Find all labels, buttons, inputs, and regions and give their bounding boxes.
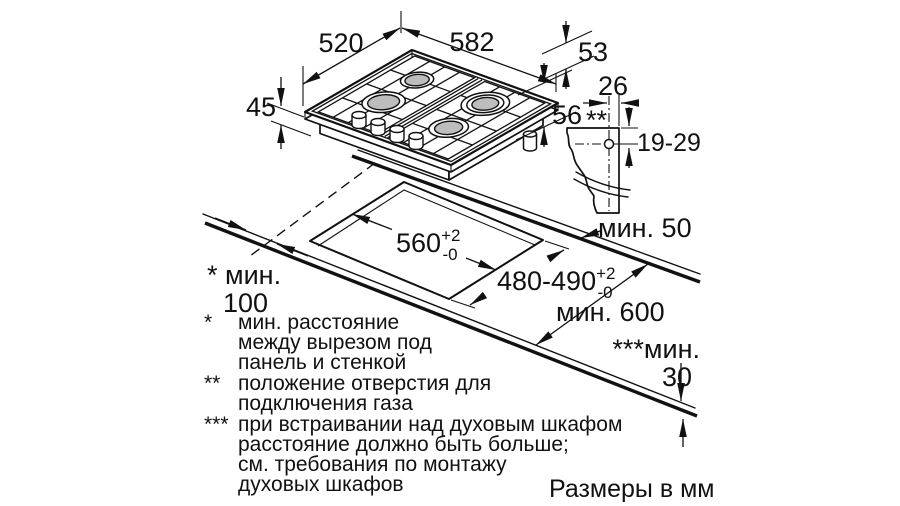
- clearance-depth-label: мин. 600: [556, 297, 665, 327]
- clearance-rear-label: * мин.: [207, 260, 281, 290]
- dim-56-label: 56: [552, 100, 582, 130]
- dim-582-line: [401, 27, 557, 85]
- dim-582-label: 582: [449, 27, 494, 57]
- dim-480-line-lower: [469, 291, 488, 306]
- hob-dimensions: [266, 11, 595, 149]
- knob: [408, 131, 424, 151]
- burner-front-left: [353, 88, 414, 117]
- dim-53-label: 53: [578, 37, 608, 67]
- footnote-line: см. требования по монтажу: [238, 453, 507, 476]
- dim-480-ext-upper: [544, 240, 570, 250]
- gas-connection-detail: [566, 95, 639, 214]
- knob: [389, 124, 405, 144]
- footnote-line: между вырезом под: [238, 331, 432, 354]
- dim-520-label: 520: [318, 28, 363, 58]
- cutout-outline: [309, 181, 544, 300]
- worktop-front-edge-top-line: [357, 149, 701, 275]
- footnote-marker-2: **: [204, 372, 220, 395]
- projection-dashed-line: [249, 162, 376, 257]
- footnote-marker-1: *: [204, 311, 212, 334]
- footnote-line: расстояние должно быть больше;: [238, 433, 569, 456]
- clearance-front-label: мин. 50: [598, 213, 692, 243]
- dim-min50-leader: [580, 228, 601, 239]
- clearance-oven-label: ***мин.: [612, 334, 700, 364]
- worktop-rear-edge-thick-line: [204, 221, 698, 418]
- burner-front-right: [421, 115, 477, 141]
- footnote-line: при встраивании над духовым шкафом: [238, 413, 622, 436]
- dim-45-ext-lower: [270, 120, 312, 137]
- hob-control-knobs: [351, 110, 424, 151]
- dim-56-ext-lower: [515, 111, 577, 141]
- footnotes: * мин. расстояние между вырезом под пане…: [204, 311, 622, 496]
- worktop-dimensions: [214, 213, 687, 447]
- break-line-2: [573, 178, 629, 198]
- knob: [351, 110, 367, 130]
- burner-wok-back-right: [451, 88, 520, 120]
- dim-45-label: 45: [246, 92, 276, 122]
- dim-560-line-left: [351, 213, 393, 231]
- worktop-front-edge-thick-line: [351, 154, 701, 284]
- footnote-line: духовых шкафов: [238, 473, 404, 496]
- dim-53-ext-lower: [543, 55, 595, 80]
- dim-26-label: 26: [598, 71, 628, 101]
- hob-top-surface: [303, 48, 560, 167]
- hob: [305, 50, 558, 180]
- footnote-marker-3: ***: [204, 413, 229, 436]
- dim-min100-arrow-left: [214, 217, 247, 231]
- break-line-1: [575, 171, 631, 191]
- labels: 520 582 45 53 56 26 ** 19-29 560+2-0 480…: [204, 27, 714, 503]
- dim-45-ext-upper: [266, 102, 305, 118]
- footnote-line: положение отверстия для: [238, 372, 491, 395]
- dim-480-line-upper: [546, 249, 565, 263]
- worktop-cutout: [309, 181, 544, 300]
- hob-side-profile: [566, 127, 620, 214]
- clearance-rear-value: 100: [223, 288, 268, 318]
- footnote-line: подключения газа: [238, 392, 413, 415]
- dim-520-line: [302, 27, 401, 85]
- cutout-inner-edge: [317, 189, 536, 247]
- footnote-line: панель и стенкой: [238, 351, 406, 374]
- footnote-line: мин. расстояние: [238, 311, 399, 334]
- gas-position-marker: **: [586, 105, 608, 135]
- dim-480-490-label: 480-490+2-0: [497, 264, 615, 302]
- units-note: Размеры в мм: [549, 475, 714, 503]
- dim-560-label: 560+2-0: [396, 226, 460, 264]
- clearance-oven-value: 30: [662, 362, 692, 392]
- dim-480-ext-lower: [450, 299, 476, 309]
- knob: [370, 117, 386, 137]
- hob-lip-corner-ticks: [304, 50, 559, 172]
- dim-19-29-label: 19-29: [637, 129, 701, 157]
- gas-inlet-hole: [603, 138, 615, 150]
- dim-min100-arrow-right: [276, 243, 309, 257]
- dim-min600-line: [535, 263, 649, 346]
- dim-560-line-right: [465, 257, 497, 271]
